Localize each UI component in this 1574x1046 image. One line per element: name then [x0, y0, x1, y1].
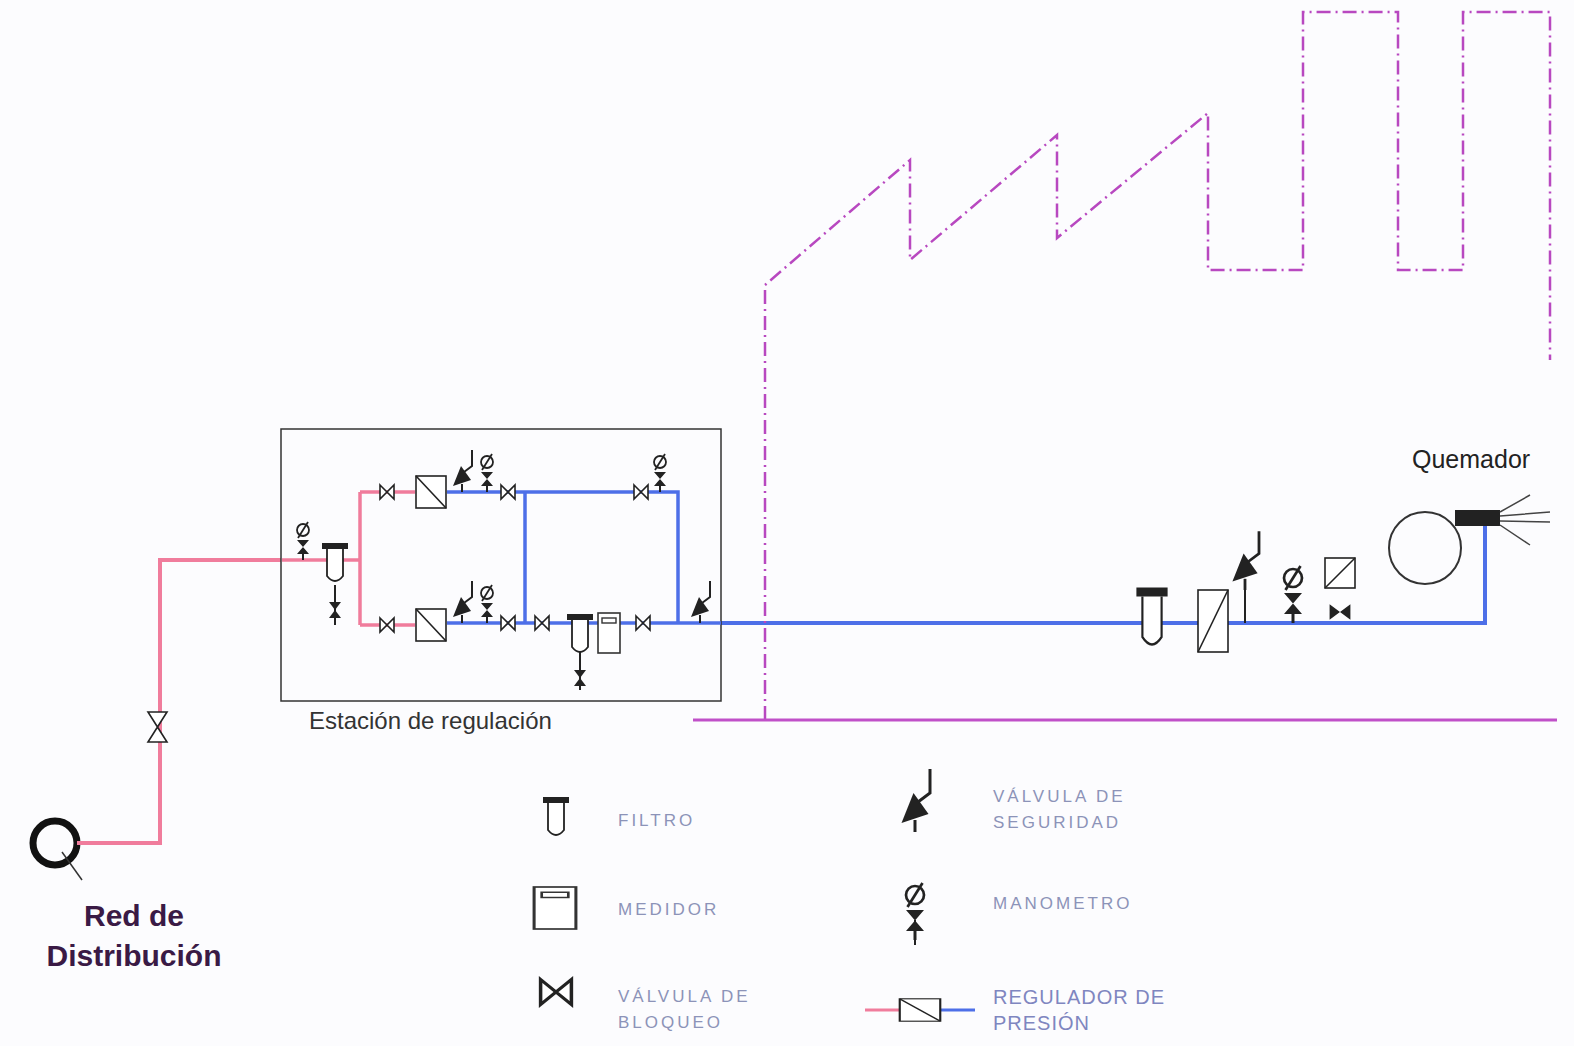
- node-label: Estación de regulación: [309, 707, 552, 735]
- block-valve: [636, 616, 650, 630]
- solenoid-valve-body: [1330, 604, 1351, 620]
- drain-valve: [329, 602, 341, 618]
- block-valve: [501, 616, 515, 630]
- legend-entry: VÁLVULA DE BLOQUEO: [618, 984, 783, 1036]
- manometer-symbol: [481, 585, 493, 623]
- legend-label: MANOMETRO: [993, 891, 1132, 917]
- node-label: Quemador: [1412, 444, 1530, 474]
- burner-flame: [1500, 495, 1550, 545]
- legend-regulator-outlet: [940, 1009, 975, 1012]
- station-high-pressure-pipe: [282, 492, 415, 625]
- legend-manometer-symbol: [906, 883, 924, 940]
- pressure-regulator: [1198, 590, 1228, 652]
- pressure-regulator: [416, 476, 446, 508]
- filter-symbol: [1136, 588, 1167, 645]
- manometer-symbol: [481, 454, 493, 492]
- filter-symbol: [322, 543, 348, 581]
- burner: Quemador: [1400, 440, 1568, 630]
- solenoid-diagonal: [1325, 558, 1355, 588]
- meter-symbol: [598, 613, 620, 653]
- network-tail: [62, 852, 82, 880]
- legend-entry: FILTRO: [618, 808, 768, 834]
- solenoid-valve: [1325, 558, 1355, 588]
- safety-valve: [453, 581, 472, 623]
- manometer-symbol: [654, 454, 666, 492]
- legend-valve-symbol: [541, 979, 572, 1004]
- burner-fan: [1389, 512, 1461, 584]
- block-valve: [501, 485, 515, 499]
- legend-label: REGULADOR DE PRESIÓN: [993, 984, 1208, 1036]
- block-valve: [634, 485, 648, 499]
- node-label: Red de Distribución: [10, 896, 258, 976]
- block-valve: [148, 712, 167, 742]
- legend-label: VÁLVULA DE SEGURIDAD: [993, 784, 1163, 836]
- filter-symbol: [567, 614, 593, 652]
- safety-valve: [691, 581, 710, 623]
- ground-line: [693, 719, 1557, 722]
- legend-label: MEDIDOR: [618, 897, 719, 923]
- legend-filter-symbol: [543, 797, 569, 835]
- safety-valve: [453, 450, 472, 492]
- legend-regulator-inlet: [865, 1009, 900, 1012]
- network-label: Red de Distribución: [10, 812, 258, 984]
- legend-label: FILTRO: [618, 808, 695, 834]
- gas-pipe: [721, 621, 1400, 625]
- block-valve: [380, 618, 394, 632]
- legend-entry: VÁLVULA DE SEGURIDAD: [993, 784, 1163, 836]
- legend-meter-symbol: [534, 887, 576, 929]
- legend-entry: MANOMETRO: [993, 891, 1193, 917]
- legend-regulator-symbol: [900, 999, 941, 1021]
- safety-valve-link: [1244, 590, 1246, 623]
- manometer-symbol: [1284, 566, 1302, 623]
- building-outline: [765, 12, 1550, 720]
- gas-pipe: [160, 560, 281, 812]
- block-valve: [380, 485, 394, 499]
- burner-nozzle: [1455, 510, 1500, 526]
- distribution-network-symbol: [33, 821, 77, 865]
- block-valve: [535, 616, 549, 630]
- legend-safety-valve-symbol: [902, 769, 931, 832]
- safety-valve: [1232, 531, 1259, 590]
- legend-entry: MEDIDOR: [618, 897, 798, 923]
- station-low-pressure-pipe: [447, 492, 721, 623]
- drain-valve: [574, 670, 586, 686]
- regulation-station: Estación de regulación: [281, 429, 721, 743]
- pressure-regulator: [416, 609, 446, 641]
- manometer-symbol: [297, 522, 309, 560]
- station-outline: [281, 429, 721, 701]
- inlet-pipe: [77, 812, 160, 843]
- legend-label: VÁLVULA DE BLOQUEO: [618, 984, 783, 1036]
- pressure-regulator-diagonal: [1198, 590, 1228, 652]
- legend-entry: REGULADOR DE PRESIÓN: [993, 984, 1208, 1036]
- burner-pipe: [1398, 526, 1485, 623]
